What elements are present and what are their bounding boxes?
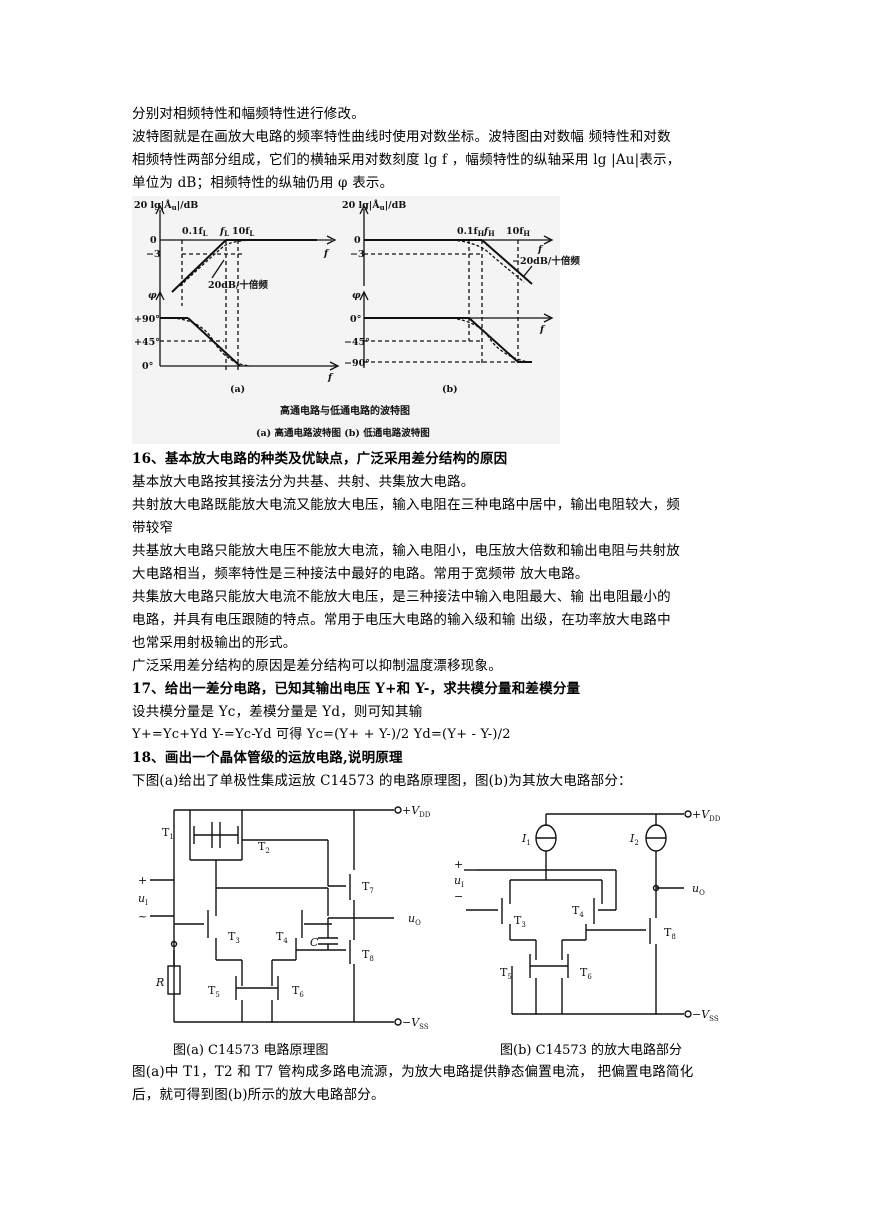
circuit-a-figure: +VDD −VSS + ~ uI uO R C T1 T2 T3 T4 T5 T… [138,804,431,1031]
svg-text:T8: T8 [664,926,676,941]
svg-text:I2: I2 [629,832,639,847]
svg-text:T6: T6 [292,984,304,999]
svg-text:I1: I1 [521,832,531,847]
svg-text:T3: T3 [228,930,240,945]
svg-text:−90°: −90° [344,358,370,369]
svg-text:~: ~ [138,910,147,923]
svg-text:uI: uI [138,892,148,907]
svg-text:T5: T5 [500,966,512,981]
svg-text:+VDD: +VDD [402,804,431,819]
formula-line: Y+=Yc+Yd Y-=Yc-Yd 可得 Yc=(Y+ + Y-)/2 Yd=(… [132,727,511,742]
text-line: 电路，并具有电压跟随的特点。常用于电压大电路的输入级和输 出级，在功率放大电路中 [132,612,671,628]
svg-text:0°: 0° [350,314,361,325]
svg-text:f: f [327,372,334,383]
text-line: 下图(a)给出了单极性集成运放 C14573 的电路原理图，图(b)为其放大电路… [132,773,632,789]
svg-text:−VSS: −VSS [692,1008,719,1023]
text-line: 单位为 dB；相频特性的纵轴仍用 φ 表示。 [132,175,394,191]
svg-text:T2: T2 [258,840,270,855]
text-line: 后，就可得到图(b)所示的放大电路部分。 [132,1087,385,1103]
svg-text:+45°: +45° [134,337,160,348]
circuit-b-figure: +VDD −VSS I1 I2 + − uI uO T3 T4 T5 T6 T8 [454,808,721,1023]
section-heading-18: 18、画出一个晶体管级的运放电路,说明原理 [132,750,403,766]
svg-text:+90°: +90° [134,314,160,325]
svg-text:−45°: −45° [344,337,370,348]
svg-text:fL: fL [219,226,229,238]
svg-text:(a) 高通电路波特图 (b) 低通电路波特图: (a) 高通电路波特图 (b) 低通电路波特图 [256,427,430,439]
text-line: 大电路相当，频率特性是三种接法中最好的电路。常用于宽频带 放大电路。 [132,566,589,582]
text-line: 共集放大电路只能放大电流不能放大电压，是三种接法中输入电阻最大、输 出电阻最小的 [132,589,671,605]
svg-text:T4: T4 [572,904,584,919]
figure-caption-b: 图(b) C14573 的放大电路部分 [500,1043,683,1058]
svg-text:−3: −3 [146,249,161,260]
svg-text:T3: T3 [514,914,526,929]
svg-text:uO: uO [692,882,705,897]
text-line: 带较窄 [132,520,174,536]
svg-text:−VSS: −VSS [402,1016,429,1031]
svg-text:fH: fH [483,226,495,238]
svg-text:φ: φ [352,290,361,301]
svg-text:T4: T4 [276,930,288,945]
svg-text:20 lg|Åu|/dB: 20 lg|Åu|/dB [134,199,198,212]
svg-text:0.1fH: 0.1fH [457,226,485,238]
svg-text:f: f [537,244,544,255]
svg-text:T1: T1 [162,826,174,841]
svg-text:T5: T5 [208,984,220,999]
svg-text:高通电路与低通电路的波特图: 高通电路与低通电路的波特图 [280,404,410,417]
svg-text:(b): (b) [442,384,458,395]
text-line: 基本放大电路按其接法分为共基、共射、共集放大电路。 [132,474,475,490]
section-heading-17: 17、给出一差分电路，已知其输出电压 Y+和 Y-，求共模分量和差模分量 [132,681,581,697]
svg-text:+VDD: +VDD [692,808,721,823]
svg-text:R: R [155,976,164,989]
svg-text:−20dB/十倍频: −20dB/十倍频 [512,255,580,267]
text-line: 波特图就是在画放大电路的频率特性曲线时使用对数坐标。波特图由对数幅 频特性和对数 [132,129,671,145]
text-line: 共射放大电路既能放大电流又能放大电压，输入电阻在三种电路中居中，输出电阻较大，频 [132,497,680,513]
text-line: 共基放大电路只能放大电压不能放大电流，输入电阻小，电压放大倍数和输出电阻与共射放 [132,543,680,559]
text-line: 分别对相频特性和幅频特性进行修改。 [132,106,365,122]
svg-text:C: C [310,936,319,949]
text-line: 也常采用射极输出的形式。 [132,635,297,651]
svg-text:f: f [539,324,546,335]
svg-text:uI: uI [454,874,464,889]
text-line: 图(a)中 T1，T2 和 T7 管构成多路电流源，为放大电路提供静态偏置电流，… [132,1064,694,1080]
svg-text:uO: uO [408,912,421,927]
svg-text:T6: T6 [580,966,592,981]
bode-plot-figure: 20 lg|Åu|/dB 0 −3 0.1fL fL 10fL f 20dB/十… [132,196,580,444]
svg-text:0°: 0° [142,361,153,372]
svg-text:T7: T7 [362,880,374,895]
text-line: 设共模分量是 Yc，差模分量是 Yd，则可知其输 [132,704,423,720]
svg-text:10fL: 10fL [232,226,254,238]
svg-text:φ: φ [148,290,157,301]
svg-text:20 lg|Åu|/dB: 20 lg|Åu|/dB [342,199,406,212]
svg-text:f: f [323,248,330,259]
svg-text:−3: −3 [350,249,365,260]
section-heading-16: 16、基本放大电路的种类及优缺点，广泛采用差分结构的原因 [132,451,508,467]
figure-caption-a: 图(a) C14573 电路原理图 [173,1043,329,1058]
svg-text:20dB/十倍频: 20dB/十倍频 [208,279,268,291]
svg-text:10fH: 10fH [506,226,530,238]
svg-text:0: 0 [354,235,361,246]
svg-text:+: + [138,874,147,887]
svg-text:0.1fL: 0.1fL [182,226,208,238]
svg-text:+: + [454,858,463,871]
svg-text:(a): (a) [230,384,245,395]
svg-text:0: 0 [150,235,157,246]
svg-text:−: − [454,890,463,903]
svg-text:T8: T8 [362,948,374,963]
text-line: 广泛采用差分结构的原因是差分结构可以抑制温度漂移现象。 [132,658,502,674]
text-line: 相频特性两部分组成，它们的横轴采用对数刻度 lg f ，幅频特性的纵轴采用 lg… [132,152,681,168]
